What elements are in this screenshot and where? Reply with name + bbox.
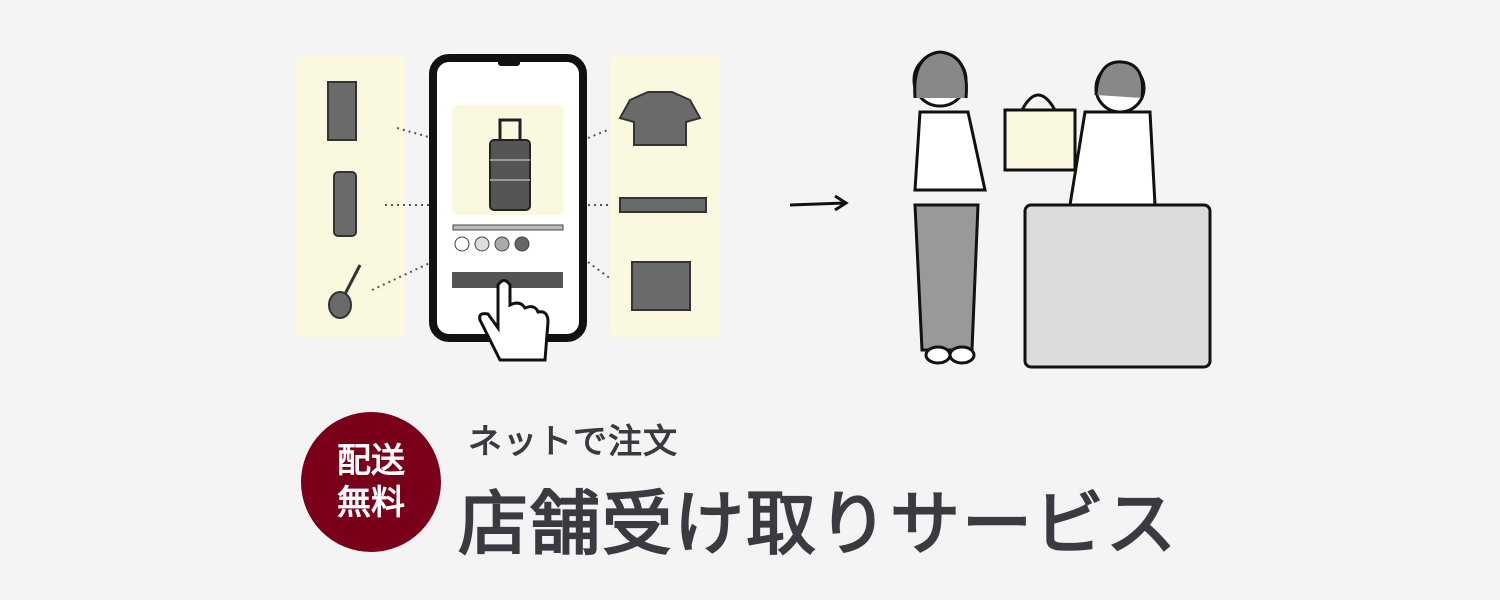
customer-figure — [912, 50, 987, 365]
bed-icon — [619, 197, 707, 213]
tap-hand-icon — [478, 279, 550, 362]
badge-line-1: 配送 — [337, 441, 405, 481]
suitcase-icon — [489, 118, 531, 211]
free-shipping-badge: 配送 無料 — [301, 412, 441, 552]
store-counter — [1023, 203, 1212, 369]
right-product-panel — [610, 55, 720, 337]
headline-main: 店舗受け取りサービス — [458, 483, 1178, 565]
bottle-icon — [333, 171, 357, 237]
arrow-icon — [789, 194, 849, 212]
sofa-icon — [631, 261, 691, 311]
spoon-icon — [328, 264, 362, 319]
file-box-icon — [327, 81, 357, 141]
badge-line-2: 無料 — [337, 483, 405, 523]
headline-sub: ネットで注文 — [468, 422, 678, 462]
staff-figure — [1068, 60, 1157, 207]
shopping-bag-icon — [1003, 93, 1077, 172]
phone — [429, 54, 587, 362]
left-product-panel — [295, 55, 405, 337]
tshirt-icon — [618, 91, 702, 146]
illustration — [295, 50, 1212, 369]
